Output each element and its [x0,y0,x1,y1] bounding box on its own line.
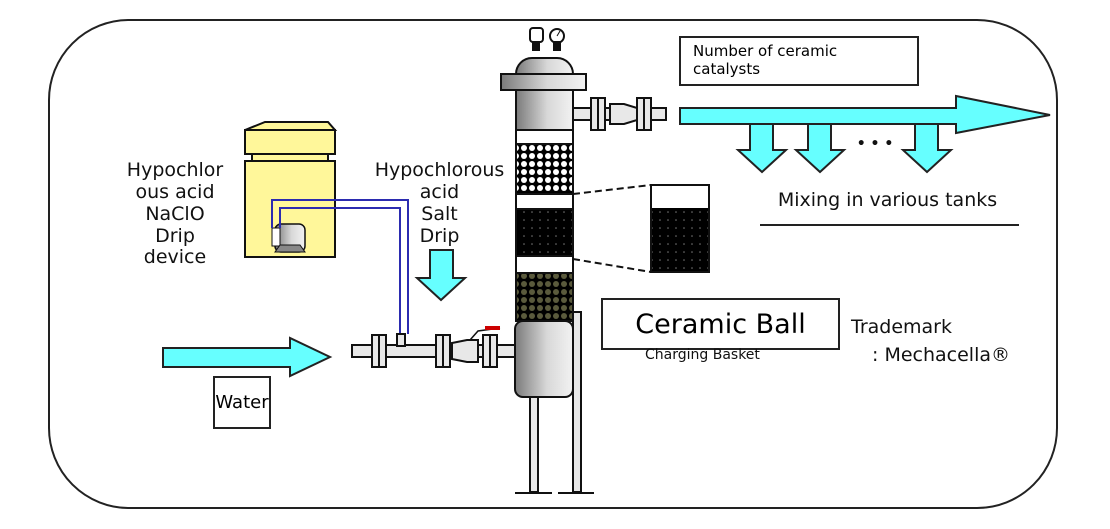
dots-ellipsis: • • • [856,136,894,152]
charging-basket-label: Charging Basket [645,347,760,363]
trademark-name: : Mechacella® [872,344,1010,366]
mixing-label: Mixing in various tanks [777,189,998,211]
salt-drip-label: Hypochlorous acid Salt Drip [374,159,505,247]
water-label-box: Water [213,376,271,429]
trademark-label: Trademark [851,316,952,338]
output-arrow [679,94,1051,135]
outlet-pipe [572,97,667,131]
white-ball-layer [515,143,574,195]
layer-detail-inset [572,184,710,273]
ceramic-ball-layer [515,272,574,322]
drip-device-label: Hypochlor ous acid NaClO Drip device [126,159,224,269]
water-arrow [162,336,333,378]
salt-drip-arrow [414,249,468,302]
catalyst-count-box: Number of ceramic catalysts [679,36,919,86]
tank-arrow-3 [900,123,954,174]
tank-arrow-2 [793,123,847,174]
ceramic-ball-box: Ceramic Ball [601,298,840,350]
reactor-column [500,27,594,494]
frame [48,19,1058,509]
tank-arrow-1 [735,123,789,174]
drip-device-tank [244,121,338,258]
drip-tube [271,199,409,334]
dark-catalyst-layer [515,208,574,257]
inlet-pipe [351,326,518,368]
